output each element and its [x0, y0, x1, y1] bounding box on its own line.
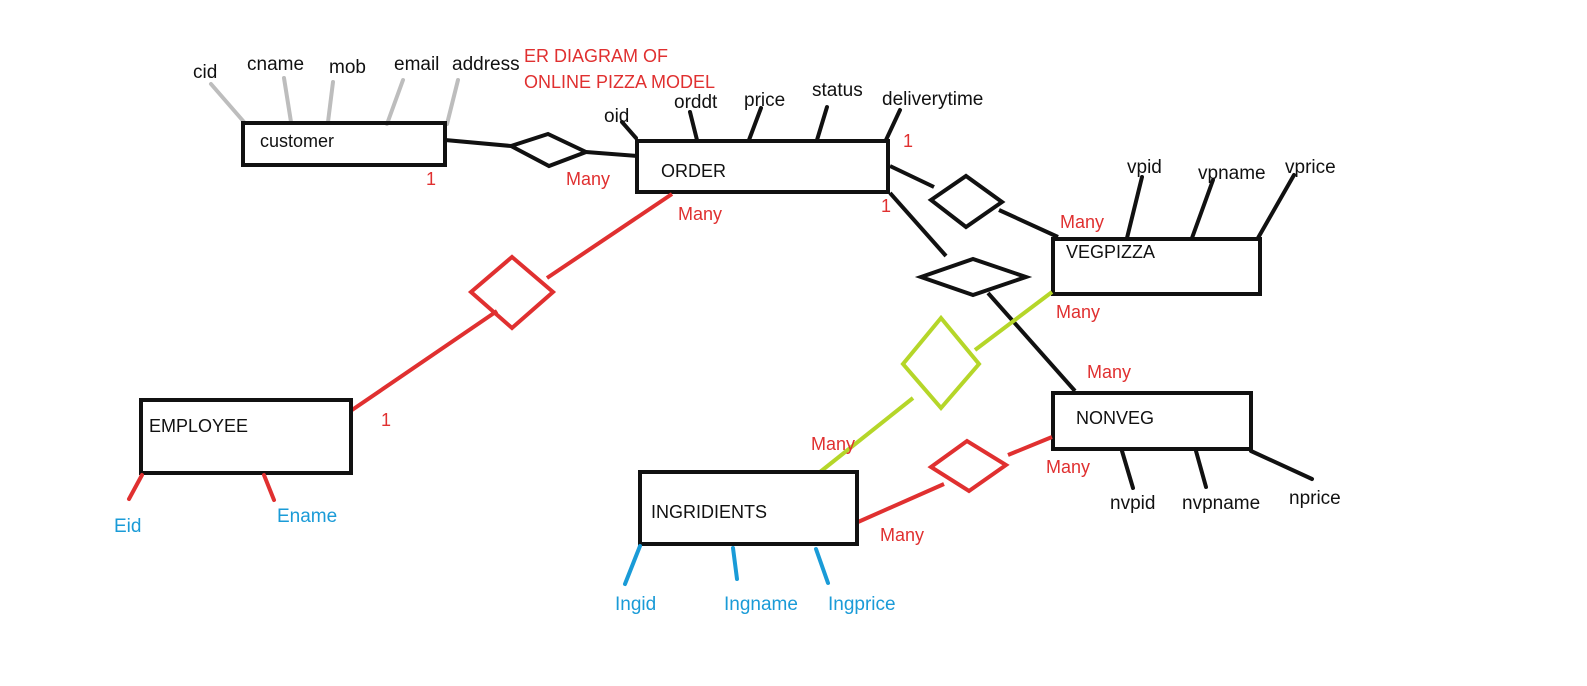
card-ingr-nonveg-many: Many [880, 525, 924, 545]
card-order-veg-1: 1 [903, 131, 913, 151]
attr-orddt: orddt [674, 92, 718, 113]
attr-ingname: Ingname [724, 594, 798, 615]
vegpizza-entity-box[interactable] [1051, 237, 1262, 296]
card-veg-many: Many [1060, 212, 1104, 232]
title-line-1: ER DIAGRAM OF [524, 46, 668, 66]
vegpizza-ingridients-relationship [818, 290, 1054, 474]
vegpizza-attribute-lines [1125, 173, 1296, 240]
card-order-many: Many [566, 169, 610, 189]
card-employee-1: 1 [381, 410, 391, 430]
attr-email: email [394, 54, 439, 75]
card-nonveg-ingr-many: Many [1046, 457, 1090, 477]
card-veg-ingr-many: Many [1056, 302, 1100, 322]
customer-attribute-lines [209, 76, 460, 126]
ingridients-attribute-lines [623, 544, 830, 586]
customer-entity-label: customer [260, 131, 334, 151]
card-customer-1: 1 [426, 169, 436, 189]
employee-entity-label: EMPLOYEE [149, 416, 248, 436]
attr-deliverytime: deliverytime [882, 89, 983, 110]
card-order-nonveg-1: 1 [881, 196, 891, 216]
vegpizza-entity-label: VEGPIZZA [1066, 242, 1155, 262]
title-line-2: ONLINE PIZZA MODEL [524, 72, 715, 92]
order-vegpizza-relationship [889, 164, 1059, 239]
order-entity-box[interactable] [635, 139, 890, 194]
attr-price: price [744, 90, 785, 111]
order-nonveg-relationship [888, 191, 1077, 393]
nonveg-ingridients-relationship [857, 435, 1053, 524]
order-attribute-lines [620, 105, 902, 142]
attr-nvpid: nvpid [1110, 493, 1155, 514]
card-ingr-veg-many: Many [811, 434, 855, 454]
card-nonveg-many: Many [1087, 362, 1131, 382]
attr-nvpname: nvpname [1182, 493, 1260, 514]
employee-attribute-lines [127, 473, 276, 502]
customer-entity-box[interactable] [241, 121, 447, 167]
ingridients-entity-box[interactable] [638, 470, 859, 546]
employee-entity-box[interactable] [139, 398, 353, 475]
attr-eid: Eid [114, 516, 141, 537]
nonveg-entity-box[interactable] [1051, 391, 1253, 451]
attr-cname: cname [247, 54, 304, 75]
order-employee-relationship [350, 192, 674, 412]
customer-order-relationship [444, 131, 639, 169]
attr-ingid: Ingid [615, 594, 656, 615]
order-entity-label: ORDER [661, 161, 726, 181]
ingridients-entity-label: INGRIDIENTS [651, 502, 767, 522]
attr-nprice: nprice [1289, 488, 1341, 509]
attr-mob: mob [329, 57, 366, 78]
attr-status: status [812, 80, 863, 101]
attr-ingprice: Ingprice [828, 594, 896, 615]
attr-cid: cid [193, 62, 217, 83]
attr-address: address [452, 54, 520, 75]
card-order-employee-many: Many [678, 204, 722, 224]
attr-vpid: vpid [1127, 157, 1162, 178]
attr-oid: oid [604, 106, 629, 127]
attr-ename: Ename [277, 506, 337, 527]
nonveg-attribute-lines [1120, 449, 1314, 490]
attr-vprice: vprice [1285, 157, 1336, 178]
nonveg-entity-label: NONVEG [1076, 408, 1154, 428]
attr-vpname: vpname [1198, 163, 1266, 184]
